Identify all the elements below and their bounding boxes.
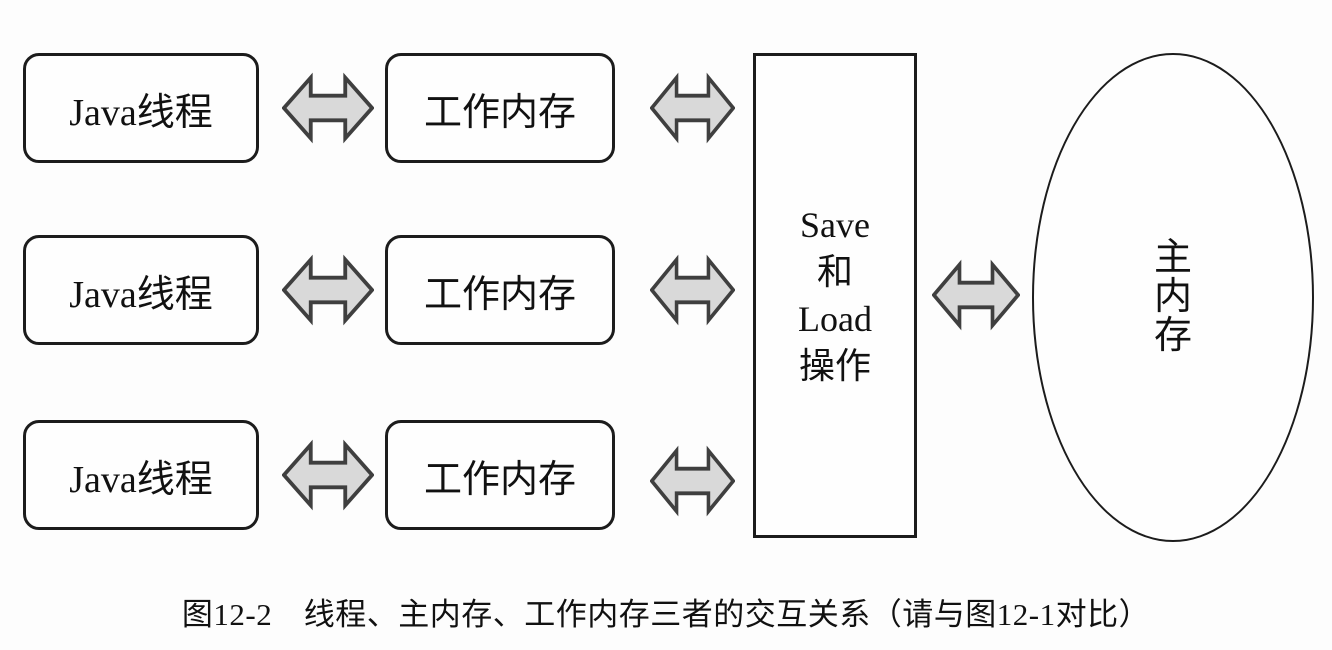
figure-caption: 图12-2 线程、主内存、工作内存三者的交互关系（请与图12-1对比） <box>181 597 1151 632</box>
java-thread-label: Java线程 <box>69 91 213 134</box>
java-thread-label: Java线程 <box>69 273 213 316</box>
working-memory-label: 工作内存 <box>423 91 576 134</box>
bidirectional-arrow-icon <box>650 254 735 326</box>
main-memory-char: 主 <box>1153 237 1192 279</box>
main-memory-char: 存 <box>1153 315 1192 357</box>
bidirectional-arrow-icon <box>282 254 374 326</box>
java-thread-node: Java线程 <box>23 53 259 163</box>
save-load-line: 操作 <box>798 345 871 386</box>
main-memory-node: 主 内 存 <box>1032 53 1314 542</box>
bidirectional-arrow-icon <box>932 259 1020 331</box>
working-memory-node: 工作内存 <box>385 420 615 530</box>
save-load-node: Save 和 Load 操作 <box>753 53 917 538</box>
working-memory-label: 工作内存 <box>423 273 576 316</box>
save-load-line: 和 <box>816 251 853 292</box>
bidirectional-arrow-icon <box>282 439 374 511</box>
java-thread-node: Java线程 <box>23 235 259 345</box>
java-thread-node: Java线程 <box>23 420 259 530</box>
working-memory-node: 工作内存 <box>385 235 615 345</box>
main-memory-char: 内 <box>1153 276 1192 318</box>
bidirectional-arrow-icon <box>282 72 374 144</box>
working-memory-node: 工作内存 <box>385 53 615 163</box>
save-load-line: Load <box>798 298 872 339</box>
working-memory-label: 工作内存 <box>423 458 576 501</box>
java-thread-label: Java线程 <box>69 458 213 501</box>
bidirectional-arrow-icon <box>650 445 735 517</box>
save-load-line: Save <box>800 204 870 245</box>
bidirectional-arrow-icon <box>650 72 735 144</box>
